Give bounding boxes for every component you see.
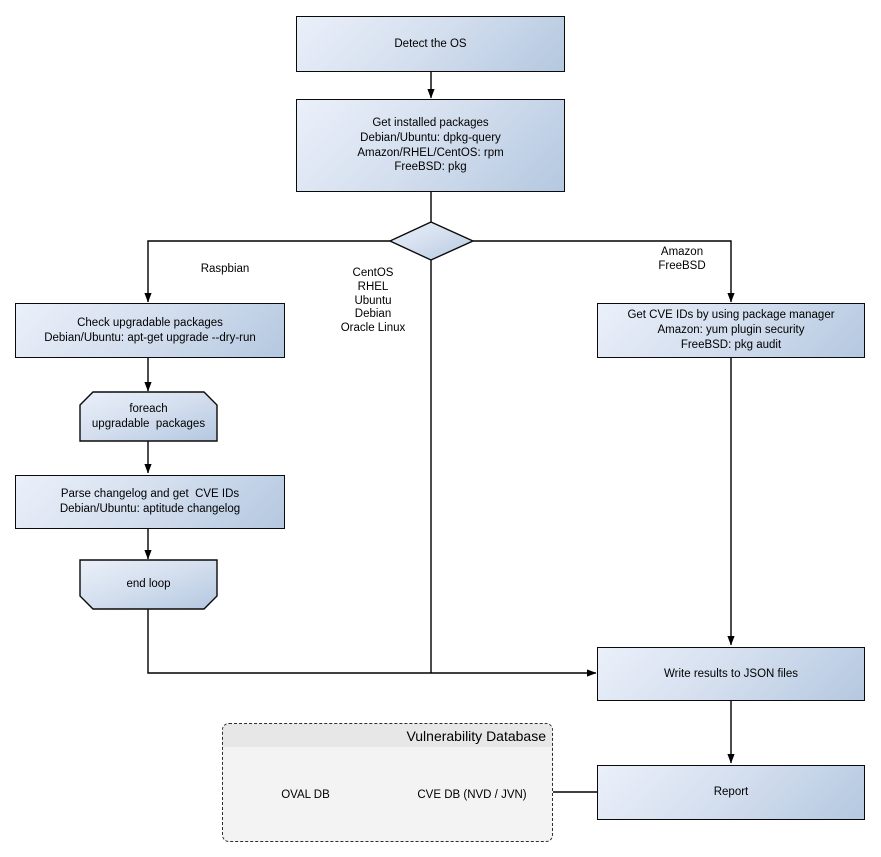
node-check-upgradable-packages: Check upgradable packages Debian/Ubuntu:…: [15, 303, 285, 358]
node-report: Report: [597, 765, 865, 820]
vulnerability-database-container: Vulnerability Database: [222, 723, 553, 842]
node-parse-changelog: Parse changelog and get CVE IDs Debian/U…: [15, 475, 285, 529]
edge-label-amazon-freebsd: Amazon FreeBSD: [658, 246, 706, 272]
decision-diamond: [388, 221, 475, 261]
cve-db-label: CVE DB (NVD / JVN): [417, 789, 527, 801]
vulnerability-database-titlebar: Vulnerability Database: [223, 724, 552, 747]
vulnerability-database-title: Vulnerability Database: [406, 727, 546, 744]
edge-label-centos-rhel-ubuntu-debian-oracle: CentOS RHEL Ubuntu Debian Oracle Linux: [340, 267, 406, 335]
node-foreach-loop-label: foreach upgradable packages: [91, 402, 206, 430]
edge-diamond-to-check: [144, 240, 390, 303]
node-end-loop-label: end loop: [126, 578, 171, 591]
end-loop-shape: [79, 559, 218, 610]
node-get-installed-packages: Get installed packages Debian/Ubuntu: dp…: [296, 99, 565, 192]
foreach-loop-shape: [79, 391, 218, 442]
node-detect-os: Detect the OS: [296, 16, 565, 72]
edge-endloop-to-write: [147, 609, 597, 677]
edge-label-raspbian: Raspbian: [200, 263, 250, 275]
node-get-cve-ids: Get CVE IDs by using package manager Ama…: [597, 303, 865, 358]
node-write-results-json: Write results to JSON files: [597, 647, 865, 701]
edge-diamond-to-getcve: [473, 240, 735, 303]
oval-db-label: OVAL DB: [281, 789, 330, 801]
